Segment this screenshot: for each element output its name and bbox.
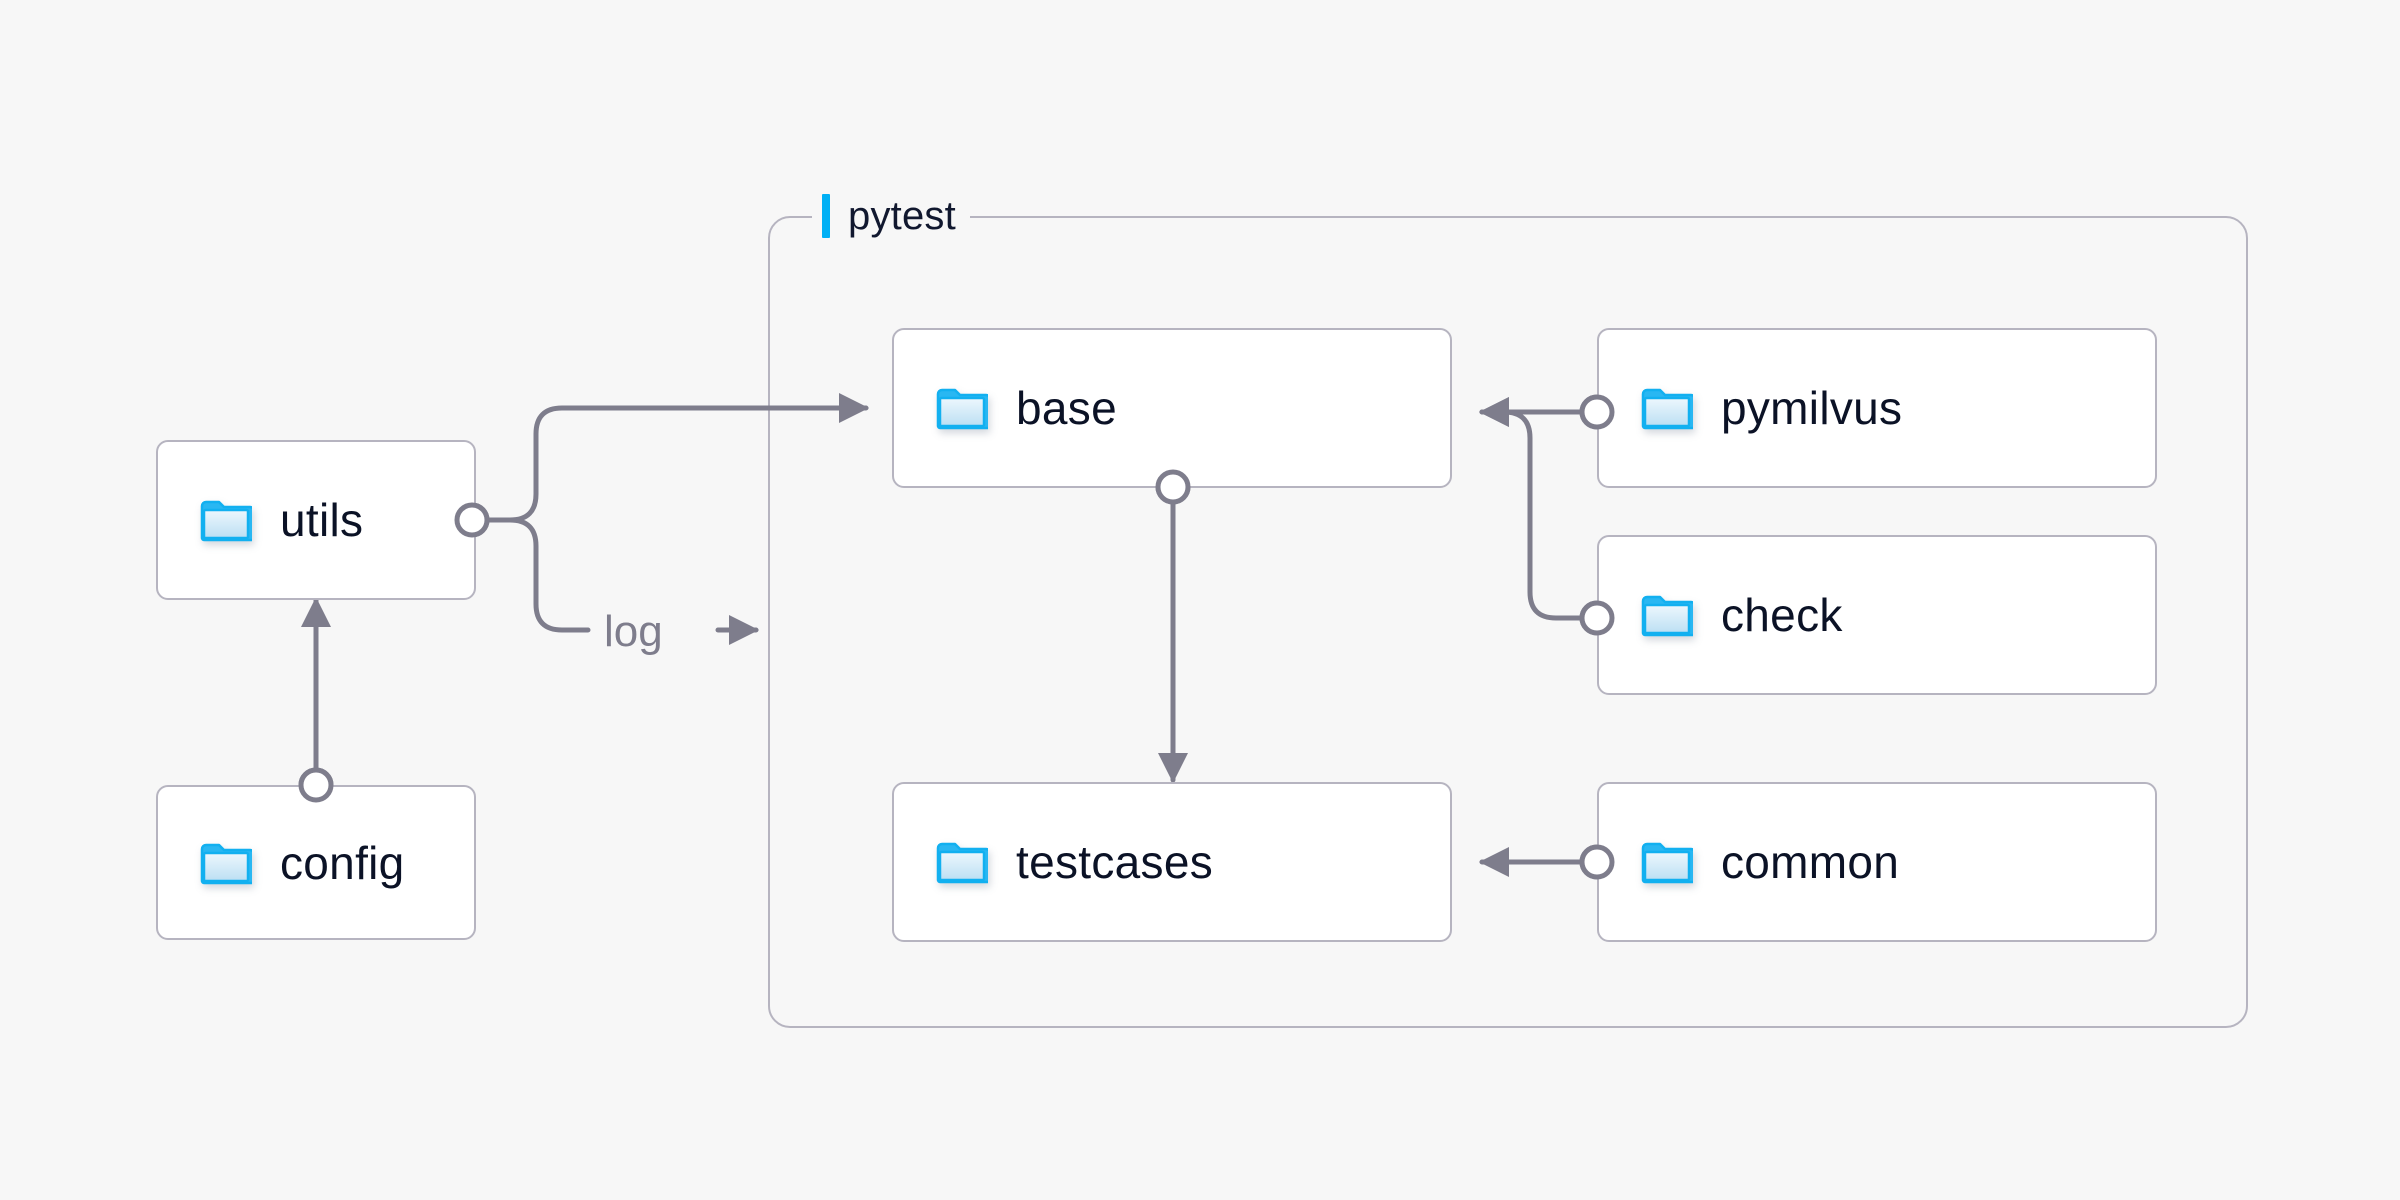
group-container-pytest[interactable] bbox=[768, 216, 2248, 1028]
node-label: config bbox=[280, 836, 405, 889]
node-check[interactable]: check bbox=[1597, 535, 2157, 695]
group-accent-bar bbox=[822, 194, 830, 238]
edge-config-to-utils bbox=[298, 597, 334, 803]
node-utils[interactable]: utils bbox=[156, 440, 476, 600]
node-pymilvus[interactable]: pymilvus bbox=[1597, 328, 2157, 488]
node-config[interactable]: config bbox=[156, 785, 476, 940]
folder-icon bbox=[200, 498, 256, 542]
folder-icon bbox=[1641, 386, 1697, 430]
node-label: check bbox=[1721, 589, 1843, 641]
node-label: utils bbox=[280, 494, 364, 546]
node-label: common bbox=[1721, 836, 1900, 888]
folder-icon bbox=[1641, 840, 1697, 884]
node-testcases[interactable]: testcases bbox=[892, 782, 1452, 942]
node-label: base bbox=[1016, 382, 1117, 434]
folder-icon bbox=[936, 386, 992, 430]
folder-icon bbox=[200, 841, 256, 885]
node-common[interactable]: common bbox=[1597, 782, 2157, 942]
edge-utils-to-log bbox=[475, 517, 591, 633]
folder-icon bbox=[936, 840, 992, 884]
folder-icon bbox=[1641, 593, 1697, 637]
edge-label-log: log bbox=[604, 607, 663, 656]
group-label-pytest: pytest bbox=[812, 188, 970, 244]
node-label: pymilvus bbox=[1721, 382, 1903, 434]
node-base[interactable]: base bbox=[892, 328, 1452, 488]
node-label: testcases bbox=[1016, 836, 1214, 888]
group-label-text: pytest bbox=[848, 194, 956, 238]
